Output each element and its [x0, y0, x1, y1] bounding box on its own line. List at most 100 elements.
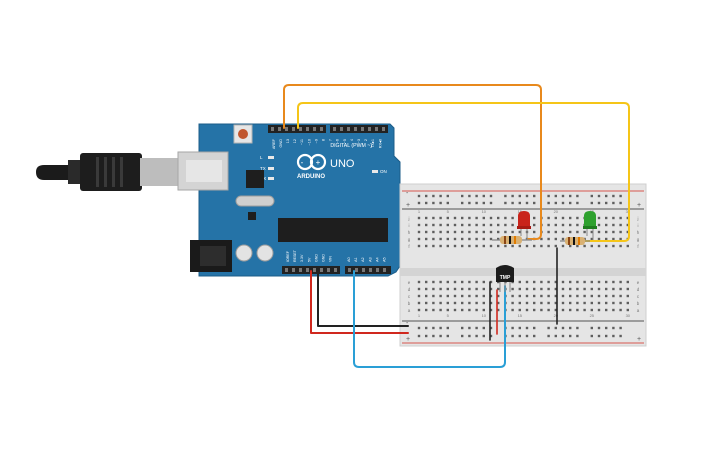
breadboard-hole	[489, 237, 493, 241]
led-l-label: L	[260, 155, 263, 160]
breadboard-hole	[475, 244, 478, 248]
breadboard-hole	[432, 216, 435, 220]
wire-red-5v[interactable]	[310, 270, 409, 334]
breadboard-hole	[446, 308, 449, 312]
breadboard-hole	[439, 308, 442, 312]
breadboard-rail-hole	[504, 194, 507, 198]
resistor-green-led[interactable]	[560, 237, 590, 245]
breadboard-hole	[489, 244, 493, 248]
breadboard-hole	[547, 280, 550, 284]
breadboard-hole	[461, 301, 464, 305]
breadboard-hole	[626, 280, 629, 284]
breadboard-hole	[482, 216, 485, 220]
breadboard-rail-hole	[518, 201, 521, 205]
column-number: 20	[554, 313, 559, 318]
breadboard-hole	[432, 308, 435, 312]
breadboard-hole	[468, 294, 471, 298]
breadboard-hole	[497, 216, 500, 220]
row-letter: h	[408, 230, 411, 235]
wire-yellow[interactable]	[297, 102, 630, 242]
breadboard-hole	[446, 294, 449, 298]
breadboard-hole	[439, 287, 442, 291]
breadboard-rail-hole	[561, 334, 565, 338]
breadboard-hole	[425, 237, 428, 241]
breadboard-rail-hole	[605, 326, 608, 330]
breadboard-rail-hole	[482, 326, 485, 330]
breadboard-hole	[439, 301, 442, 305]
wire-blue-a0[interactable]	[353, 270, 506, 368]
breadboard-hole	[554, 237, 557, 241]
digital-pin-label: ~11	[300, 139, 304, 145]
breadboard-hole	[605, 216, 608, 220]
column-number: 15	[518, 209, 523, 214]
breadboard-rail-hole	[489, 194, 493, 198]
breadboard-rail-hole	[590, 326, 593, 330]
breadboard-hole	[619, 230, 622, 234]
breadboard-hole	[425, 280, 428, 284]
breadboard-rail-hole	[432, 201, 435, 205]
breadboard-hole	[482, 223, 485, 227]
breadboard-hole	[432, 230, 435, 234]
breadboard-hole	[468, 244, 471, 248]
breadboard-hole	[417, 223, 421, 227]
breadboard-rail-hole	[468, 326, 471, 330]
arduino-model-text: UNO	[330, 158, 355, 170]
breadboard-rail-hole	[461, 194, 464, 198]
breadboard-hole	[547, 223, 550, 227]
breadboard-hole	[489, 216, 493, 220]
breadboard-rail-hole	[439, 194, 442, 198]
breadboard-hole	[525, 280, 529, 284]
wires	[283, 84, 630, 368]
breadboard-hole	[497, 223, 500, 227]
breadboard-rail-hole	[533, 201, 536, 205]
breadboard-hole	[453, 237, 457, 241]
breadboard-rail-hole	[569, 326, 572, 330]
breadboard-hole	[590, 237, 593, 241]
breadboard-hole	[497, 301, 500, 305]
breadboard-hole	[468, 237, 471, 241]
breadboard-hole	[597, 216, 601, 220]
breadboard-hole	[482, 237, 485, 241]
breadboard-hole	[554, 223, 557, 227]
breadboard-hole	[547, 294, 550, 298]
breadboard-hole	[525, 287, 529, 291]
breadboard-hole	[619, 216, 622, 220]
breadboard-rail-hole	[576, 201, 579, 205]
breadboard-rail-hole	[518, 334, 521, 338]
breadboard-hole	[626, 308, 629, 312]
breadboard-hole	[468, 287, 471, 291]
breadboard-hole	[547, 230, 550, 234]
breadboard-rail-hole	[425, 334, 428, 338]
breadboard-hole	[439, 294, 442, 298]
breadboard[interactable]: + - + - + +	[399, 183, 647, 347]
breadboard-hole	[576, 230, 579, 234]
breadboard-hole	[425, 216, 428, 220]
led-green[interactable]	[583, 211, 597, 240]
column-number: 10	[482, 313, 487, 318]
led-red[interactable]	[517, 211, 531, 240]
breadboard-hole	[576, 308, 579, 312]
breadboard-hole	[446, 244, 449, 248]
breadboard-hole	[590, 301, 593, 305]
row-letter: b	[637, 301, 640, 306]
resistor-red-led[interactable]	[492, 236, 532, 244]
wire-orange[interactable]	[283, 84, 542, 240]
breadboard-hole	[446, 280, 449, 284]
breadboard-hole	[417, 230, 421, 234]
temperature-sensor[interactable]: TMP	[496, 265, 514, 292]
capacitor-2	[256, 244, 274, 262]
breadboard-hole	[605, 280, 608, 284]
breadboard-hole	[482, 294, 485, 298]
power-pin-label: IOREF	[286, 250, 290, 262]
arduino-uno-board[interactable]: - + ARDUINO UNO DIGITAL (PWM ~) POWER AN…	[177, 123, 401, 286]
led-tx-label: TX	[260, 166, 266, 171]
breadboard-rail-hole	[425, 201, 428, 205]
breadboard-rail-hole	[446, 326, 449, 330]
wire-black-gnd[interactable]	[317, 270, 409, 327]
breadboard-hole	[475, 294, 478, 298]
breadboard-rail-hole	[468, 201, 471, 205]
breadboard-rail-hole	[576, 334, 579, 338]
breadboard-hole	[417, 287, 421, 291]
digital-pin-label: ~9	[314, 139, 318, 143]
breadboard-hole	[489, 230, 493, 234]
